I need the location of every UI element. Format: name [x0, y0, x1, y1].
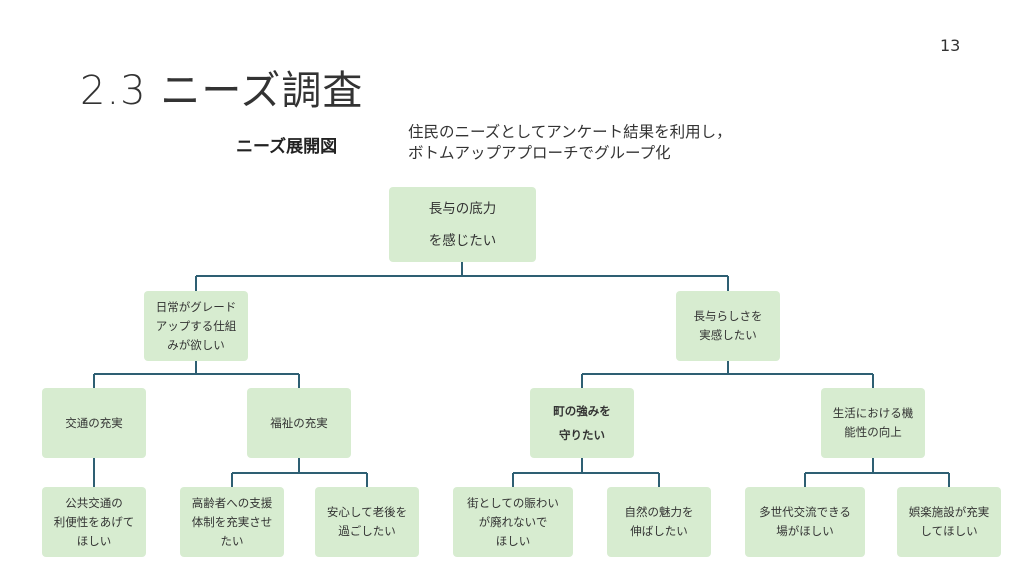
description: 住民のニーズとしてアンケート結果を利用し， ボトムアップアプローチでグループ化: [408, 122, 732, 164]
connector-welfare: [231, 458, 368, 487]
node-town-strength: 町の強みを 守りたい: [530, 388, 634, 458]
node-right-branch: 長与らしさを 実感したい: [676, 291, 780, 361]
page-number: 13: [940, 36, 961, 55]
connector-right-branch: [581, 361, 874, 388]
node-peace-of-mind: 安心して老後を 過ごしたい: [315, 487, 419, 557]
description-line-2: ボトムアップアプローチでグループ化: [408, 144, 671, 162]
node-intergenerational: 多世代交流できる 場がほしい: [745, 487, 865, 557]
node-street-bustle: 街としての賑わい が廃れないで ほしい: [453, 487, 573, 557]
node-entertainment: 娯楽施設が充実 してほしい: [897, 487, 1001, 557]
node-public-transport: 公共交通の 利便性をあげて ほしい: [42, 487, 146, 557]
diagram-label: ニーズ展開図: [236, 137, 338, 157]
connector-town-strength: [512, 458, 660, 487]
node-transport: 交通の充実: [42, 388, 146, 458]
node-root: 長与の底力 を感じたい: [389, 187, 536, 262]
page-title: 2.3 ニーズ調査: [80, 68, 364, 114]
node-nature-charm: 自然の魅力を 伸ばしたい: [607, 487, 711, 557]
node-living-function: 生活における機 能性の向上: [821, 388, 925, 458]
connector-living-function: [804, 458, 950, 487]
node-left-branch: 日常がグレード アップする仕組 みが欲しい: [144, 291, 248, 361]
node-elderly-support: 高齢者への支援 体制を充実させ たい: [180, 487, 284, 557]
node-welfare: 福祉の充実: [247, 388, 351, 458]
connector-root: [195, 262, 729, 291]
description-line-1: 住民のニーズとしてアンケート結果を利用し，: [408, 123, 732, 141]
connector-left-branch: [93, 361, 300, 388]
